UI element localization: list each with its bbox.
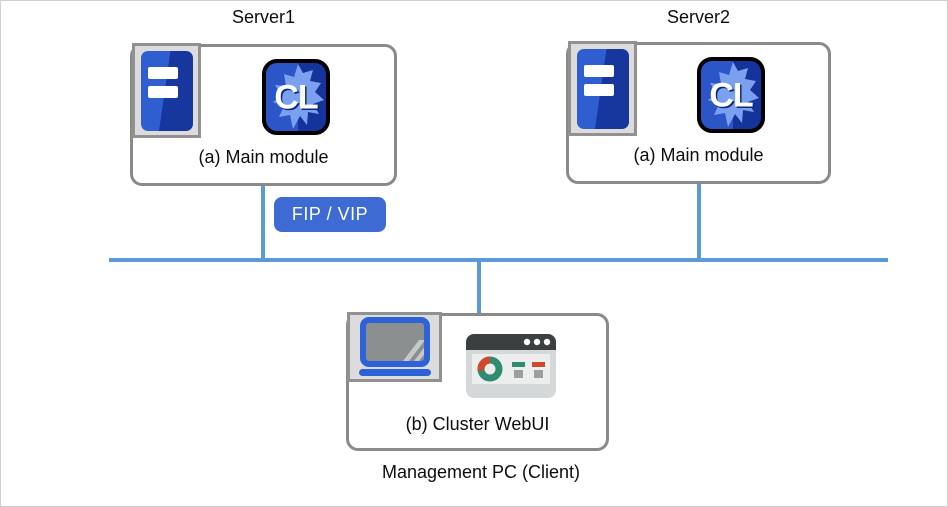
management-pc-caption: Management PC (Client) [381,462,581,482]
server1-title: Server1 [231,7,296,27]
svg-text:CL: CL [711,78,755,116]
server-tower-icon [132,43,201,138]
laptop-icon [347,312,442,382]
svg-text:CL: CL [274,79,318,117]
browser-dashboard-icon [466,334,556,398]
svg-text:CL: CL [709,77,753,115]
server2-title: Server2 [666,7,731,27]
server1-connector-line [261,186,265,260]
server2-module-label: (a) Main module [633,145,764,165]
cl-app-icon: CL CL [262,59,330,135]
network-bus-line [109,258,888,262]
server1-module-label: (a) Main module [198,147,329,167]
fip-vip-badge: FIP / VIP [274,197,386,232]
svg-text:CL: CL [276,80,320,118]
server2-connector-line [697,184,701,260]
server-tower-icon [568,41,637,136]
cluster-webui-label: (b) Cluster WebUI [405,414,550,434]
management-connector-line [477,260,481,315]
cl-app-icon: CL CL [697,57,765,133]
